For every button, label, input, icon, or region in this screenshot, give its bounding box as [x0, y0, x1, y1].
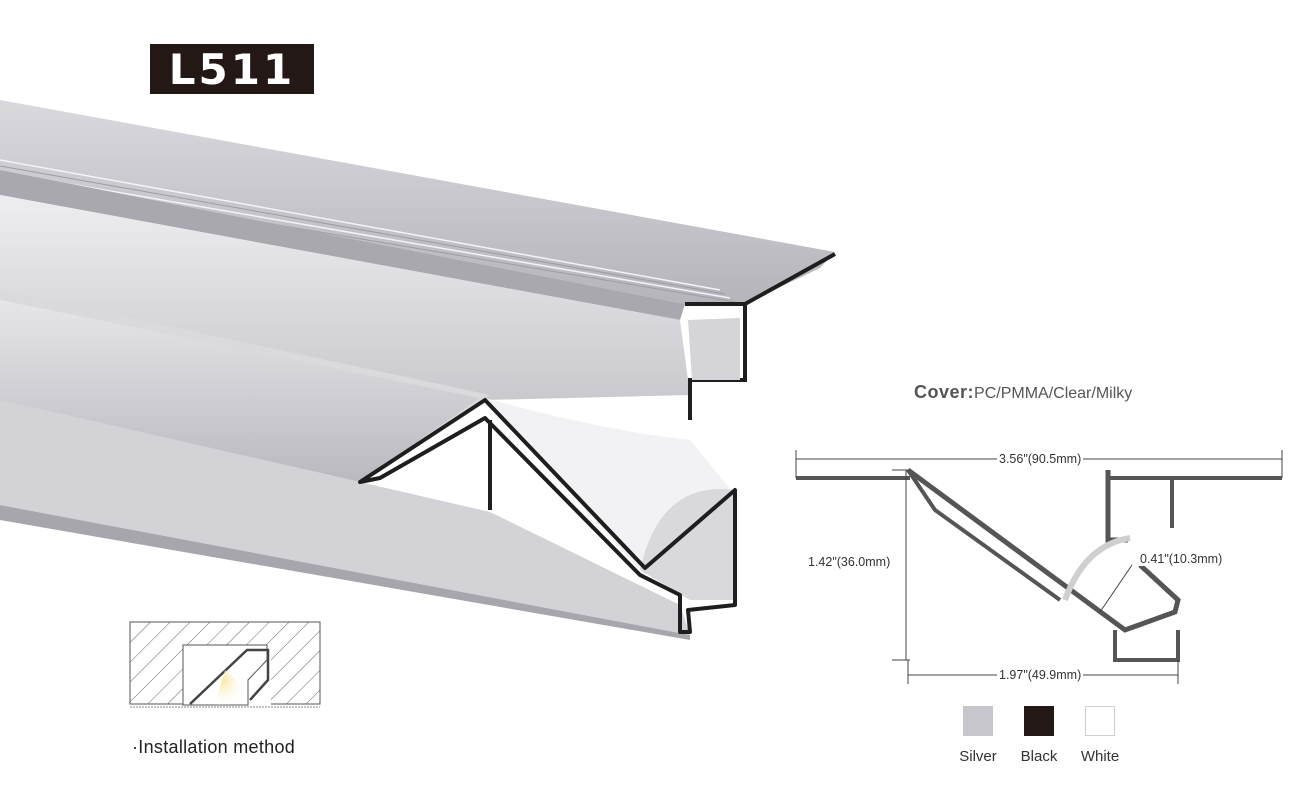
- swatch-silver: [963, 706, 993, 736]
- swatch-white: [1085, 706, 1115, 736]
- profile-render: [0, 100, 836, 640]
- model-badge: L511: [150, 44, 314, 94]
- installation-caption: ·Installation method: [132, 737, 296, 757]
- opening-dimension: 0.41"(10.3mm): [1138, 552, 1225, 566]
- installation-diagram: [129, 621, 321, 708]
- swatch-label-silver: Silver: [959, 748, 997, 765]
- width-dimension: 3.56"(90.5mm): [997, 452, 1084, 466]
- cover-values: PC/PMMA/Clear/Milky: [974, 385, 1133, 402]
- swatch-black: [1024, 706, 1054, 736]
- cover-label: Cover:: [914, 382, 975, 402]
- cover-materials: Cover:PC/PMMA/Clear/Milky: [914, 382, 1132, 403]
- model-name: L511: [168, 44, 296, 94]
- cross-section-drawing: [795, 450, 1283, 684]
- swatch-label-black: Black: [1020, 748, 1058, 765]
- depth-dimension: 1.97"(49.9mm): [997, 668, 1084, 682]
- height-dimension: 1.42"(36.0mm): [806, 555, 893, 569]
- swatch-label-white: White: [1080, 748, 1120, 765]
